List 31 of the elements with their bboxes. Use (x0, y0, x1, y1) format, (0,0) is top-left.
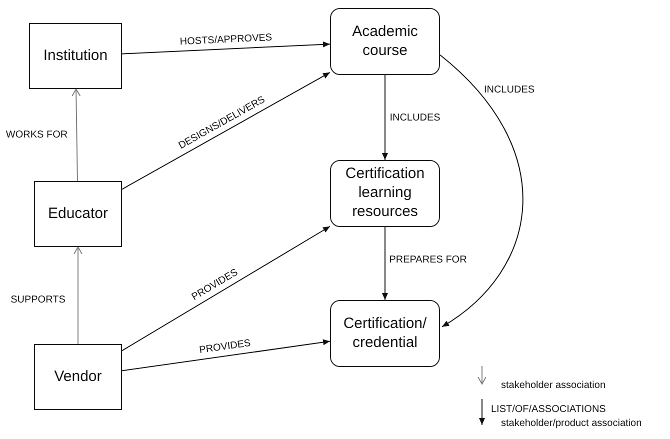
edge-label: WORKS FOR (6, 130, 68, 140)
legend-example-label: LIST/OF/ASSOCIATIONS (491, 404, 606, 415)
arrow (74, 246, 82, 344)
legend-text: stakeholder association (501, 380, 606, 391)
arrow (122, 41, 330, 54)
arrow (440, 54, 524, 328)
process-box (29, 23, 122, 89)
node-label: Certification learning resources (344, 165, 426, 222)
node-label: Educator (48, 204, 108, 224)
arrow (122, 339, 330, 372)
process-box (330, 160, 440, 227)
node-label: Vendor (54, 368, 102, 386)
edge-label: INCLUDES (484, 84, 535, 96)
arrow (72, 88, 81, 182)
edge-label: INCLUDES (390, 112, 440, 123)
edge-label: PROVIDES (198, 338, 252, 356)
edge-label: HOSTS/APPROVES (179, 32, 272, 48)
process-box (34, 181, 122, 247)
node-label: Institution (43, 46, 108, 66)
arrow (122, 72, 330, 190)
node-label: Certification/ credential (342, 314, 428, 352)
arrow (122, 226, 330, 352)
arrow (382, 74, 388, 160)
edge-label: PREPARES FOR (389, 254, 467, 266)
legend-text: stakeholder/product association (501, 418, 642, 429)
process-box (330, 300, 440, 367)
arrow (382, 226, 388, 300)
process-box (34, 344, 122, 410)
node-label: Academic course (351, 22, 419, 60)
process-box (330, 8, 440, 75)
edge-label: SUPPORTS (10, 294, 66, 306)
